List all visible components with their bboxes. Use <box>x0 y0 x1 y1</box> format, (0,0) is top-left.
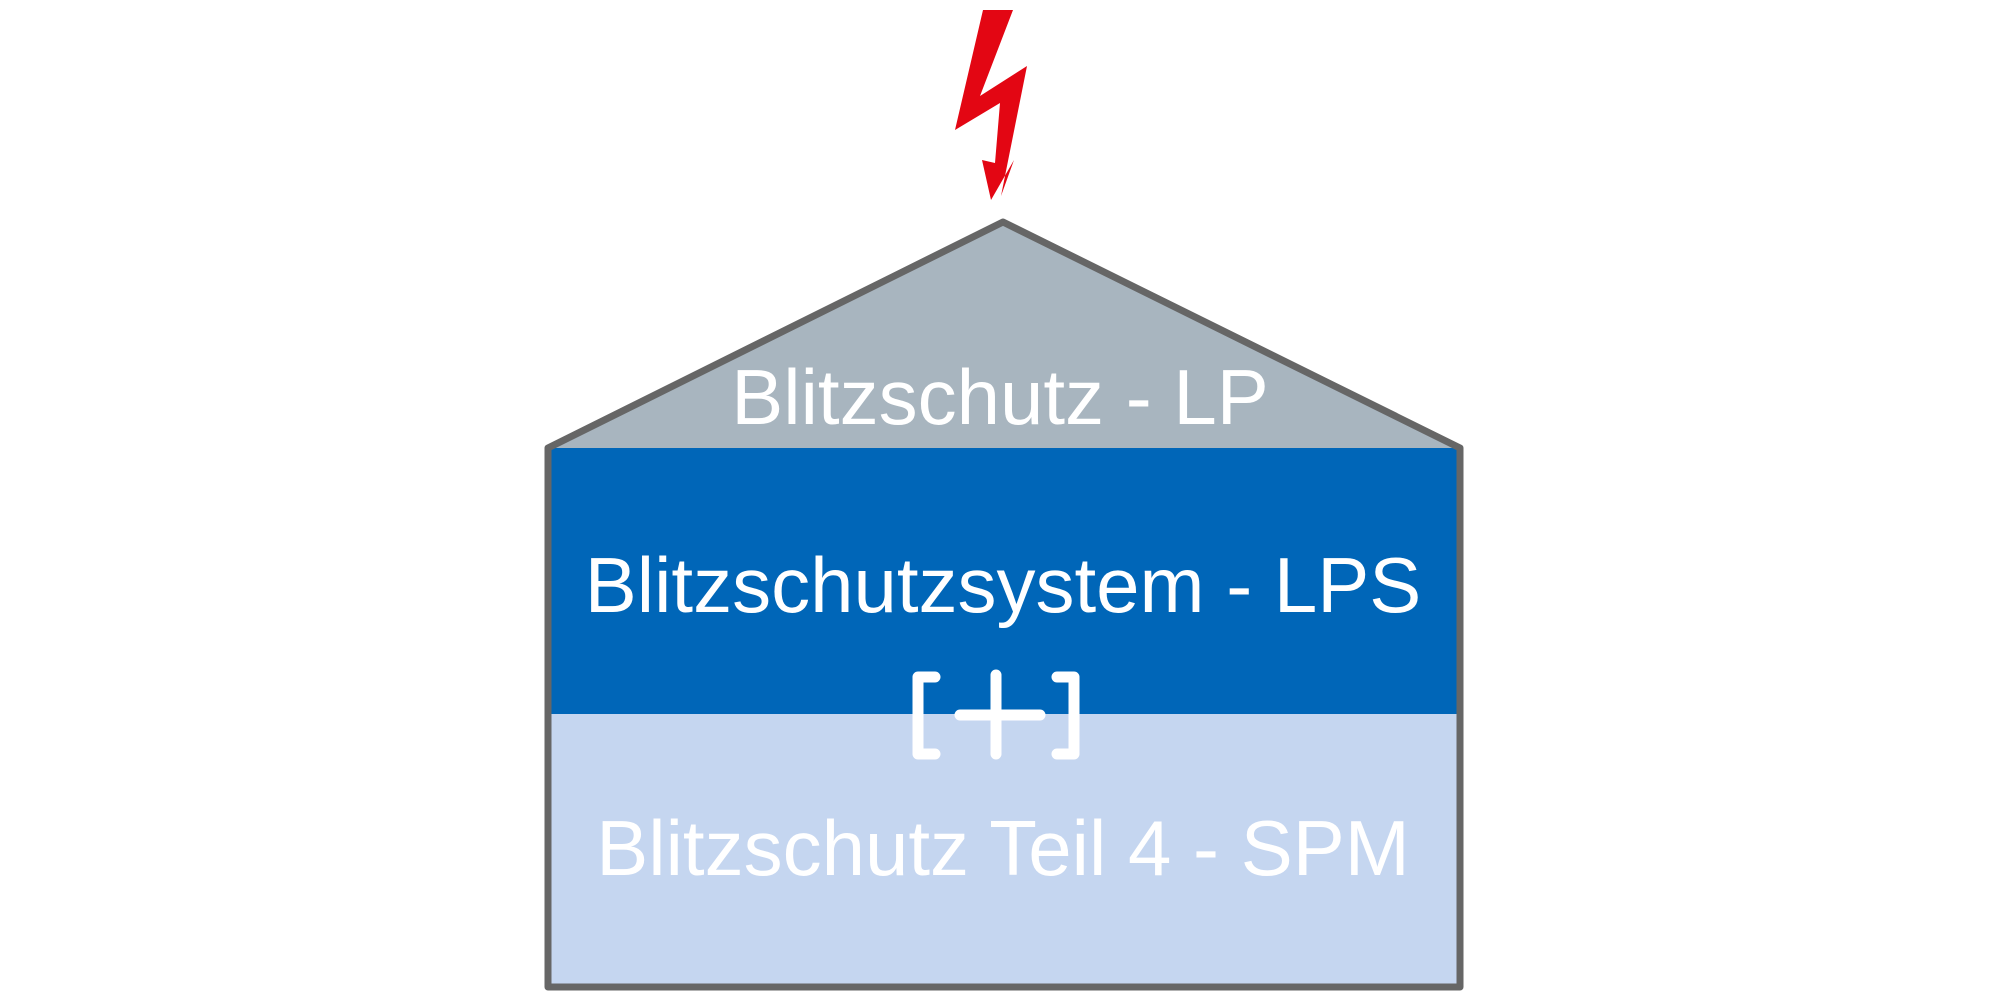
spm-label: Blitzschutz Teil 4 - SPM <box>596 804 1409 892</box>
spm-section <box>548 714 1460 987</box>
house-outline <box>544 218 1464 991</box>
roof-section <box>548 222 1460 448</box>
roof-label: Blitzschutz - LP <box>731 353 1269 441</box>
lightning-bolt-icon <box>955 10 1027 200</box>
lps-section <box>548 448 1460 714</box>
combine-plus-icon <box>912 669 1080 760</box>
lps-label: Blitzschutzsystem - LPS <box>585 541 1422 629</box>
